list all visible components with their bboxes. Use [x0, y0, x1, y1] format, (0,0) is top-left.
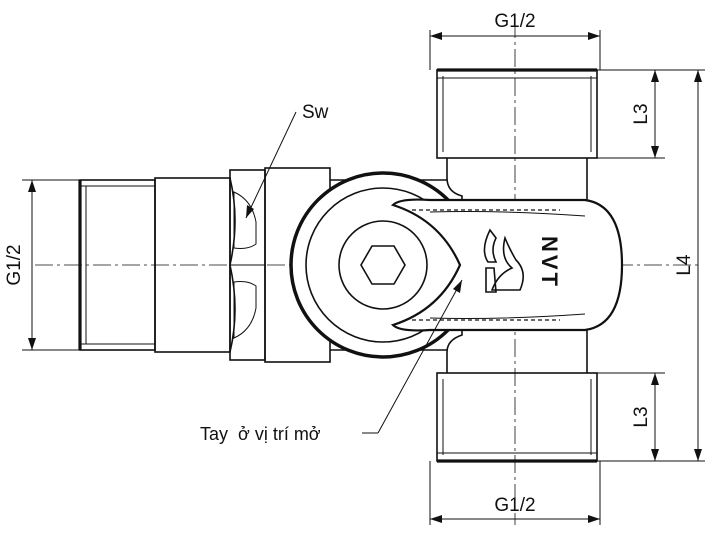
top-l3-label: L3	[631, 103, 652, 124]
bottom-thread-label: G1/2	[494, 495, 535, 516]
hex-stem-icon	[360, 245, 406, 285]
top-thread-label: G1/2	[494, 11, 535, 32]
lever-handle: NVT	[390, 198, 624, 332]
left-thread-dimension: G1/2	[4, 179, 80, 351]
bottom-thread-dimension: G1/2	[429, 461, 601, 525]
right-dimensions: L3 L3 L4	[597, 69, 705, 462]
wrench-size-leader: Sw	[245, 102, 329, 219]
handle-note-leader: Tay ở vị trí mở	[200, 279, 463, 444]
top-thread-dimension: G1/2	[429, 11, 601, 70]
handle-note-label: Tay ở vị trí mở	[200, 424, 321, 444]
wrench-size-label: Sw	[302, 102, 329, 123]
length-label: L4	[674, 254, 695, 276]
bottom-threaded-end	[436, 372, 598, 463]
brand-logo-icon	[483, 228, 524, 293]
left-thread-label: G1/2	[4, 244, 25, 285]
top-threaded-end	[436, 68, 598, 159]
brand-text: NVT	[537, 236, 562, 289]
bottom-l3-label: L3	[631, 406, 652, 427]
